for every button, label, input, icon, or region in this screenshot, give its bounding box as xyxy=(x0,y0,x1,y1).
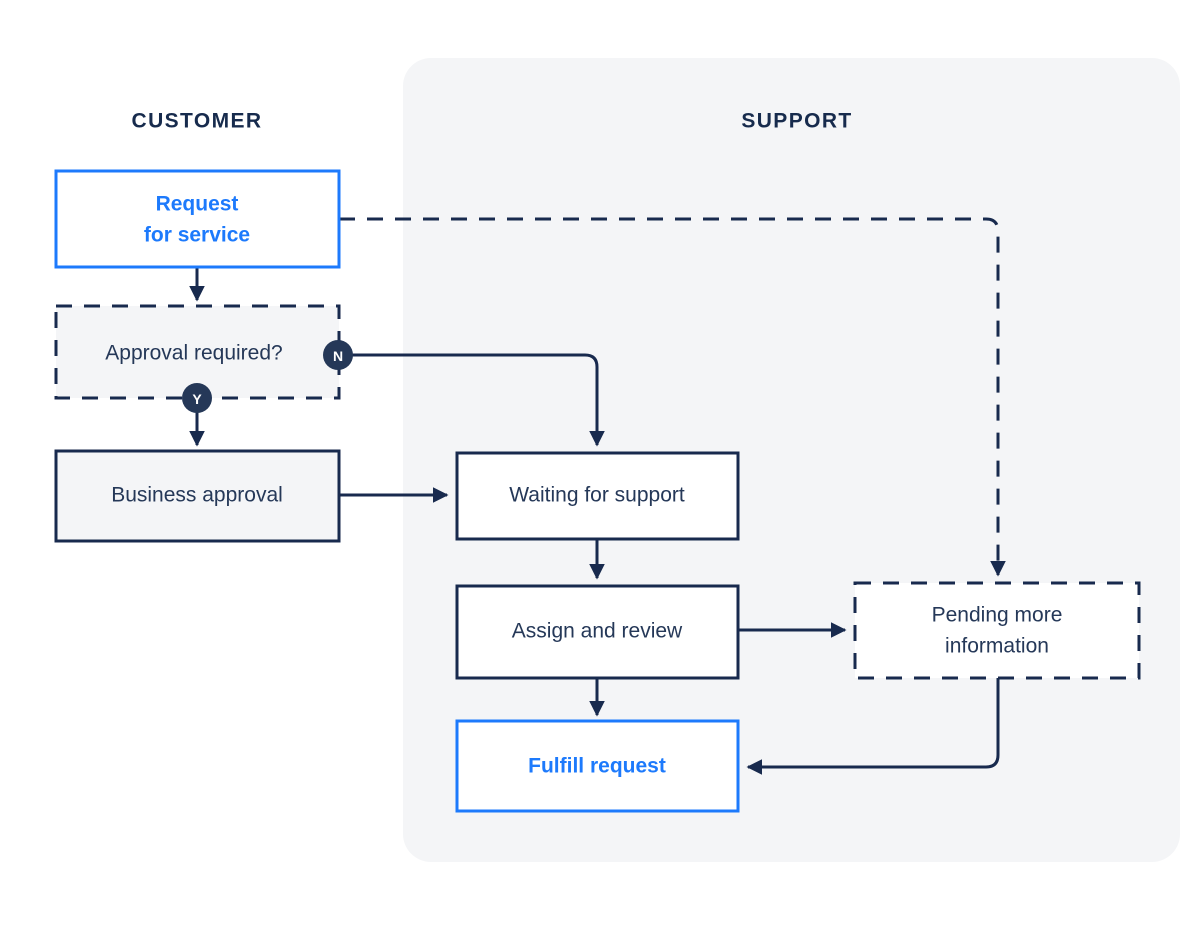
badge-no[interactable]: N xyxy=(323,340,353,370)
node-waiting-for-support[interactable]: Waiting for support xyxy=(455,451,740,541)
connector-request-to-pending-dashed xyxy=(339,217,1006,577)
node-label-fulfill-request: Fulfill request xyxy=(528,755,666,778)
node-pending-more-information[interactable]: Pending more information xyxy=(853,581,1141,680)
node-label-waiting-for-support: Waiting for support xyxy=(509,484,685,507)
connector-approval-no-to-waiting xyxy=(352,353,605,447)
node-label-assign-and-review: Assign and review xyxy=(512,620,683,643)
node-label-request-for-service-line1: Request xyxy=(156,193,239,216)
node-assign-and-review[interactable]: Assign and review xyxy=(455,584,740,680)
node-business-approval[interactable]: Business approval xyxy=(54,449,341,543)
badge-no-label: N xyxy=(333,348,343,364)
node-label-request-for-service-line2: for service xyxy=(144,224,250,247)
node-fulfill-request[interactable]: Fulfill request xyxy=(455,719,740,813)
lane-title-support: SUPPORT xyxy=(741,110,852,133)
badge-yes-label: Y xyxy=(192,391,202,407)
badge-yes[interactable]: Y xyxy=(182,383,212,413)
node-label-business-approval: Business approval xyxy=(111,484,283,507)
node-label-pending-more-information-line2: information xyxy=(945,635,1049,658)
connector-pending-to-fulfill xyxy=(746,678,1000,775)
node-label-pending-more-information-line1: Pending more xyxy=(932,604,1063,627)
node-request-for-service[interactable]: Request for service xyxy=(54,169,341,269)
lane-title-customer: CUSTOMER xyxy=(132,110,263,133)
node-label-approval-required: Approval required? xyxy=(105,342,282,365)
node-approval-required[interactable]: Approval required? xyxy=(54,304,341,400)
